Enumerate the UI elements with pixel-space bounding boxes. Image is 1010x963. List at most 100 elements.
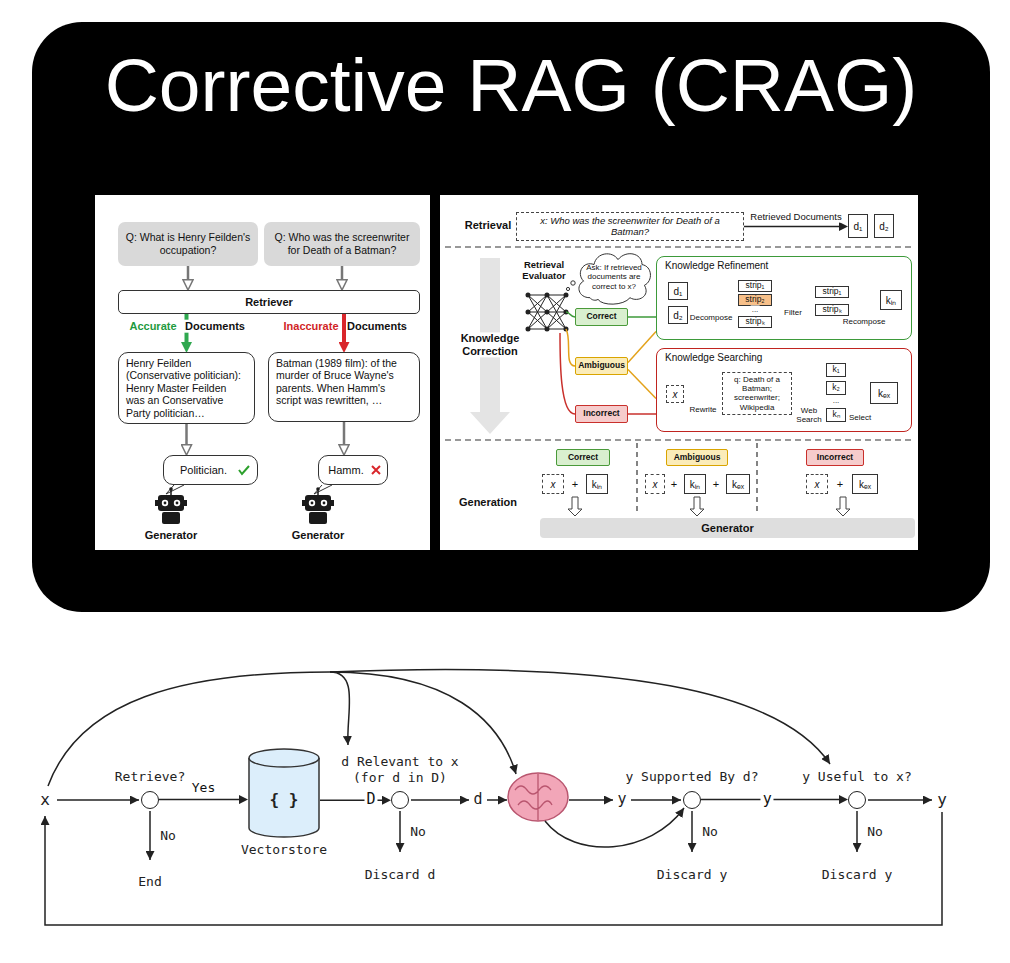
verdict-box: Incorrect [575,405,628,423]
connector [628,332,656,363]
box-text: q: Death of a Batman; screenwriter; Wiki… [727,375,787,412]
document-box: d₁ [668,282,688,300]
connector [628,316,656,318]
box-text: kᵢₙ [690,479,701,490]
speech-bubble: Politician. [163,455,258,485]
bubble-tail [166,485,184,494]
database-symbol: { } [270,778,299,809]
label: End [137,875,162,890]
decision-node: Retrieve? [105,769,195,809]
flow-arrow [856,811,858,852]
evaluator-wire [560,333,575,414]
decision-circle [391,791,409,809]
label: ... [751,305,760,314]
block-arrow [568,497,582,516]
strip-box: stripₖ [815,304,849,316]
verdict-box: Correct [575,308,628,326]
verdict-box: Ambiguous [575,357,628,375]
flow-arrow [399,811,401,852]
label: Knowledge Correction [456,332,524,357]
query-box: x [542,474,564,494]
label: Retrieval [464,219,512,232]
label: No [701,825,719,840]
edge-label: D [365,792,378,809]
block-arrow [690,497,704,516]
verdict-box: Correct [556,449,610,466]
stage-divider [445,247,915,440]
box-text: kₑₓ [859,479,871,490]
robot-icon [169,487,173,491]
title-panel [32,22,990,612]
robot-icon [176,502,179,505]
label: y [616,791,627,808]
robot-icon [164,502,167,505]
label: d [472,791,483,808]
group-heading: Knowledge Refinement [657,257,911,275]
edge-label: Yes [190,780,217,795]
generator-bar: Generator [540,518,915,538]
box-text: k₂ [832,383,840,392]
verdict-box: Incorrect [806,449,864,466]
decision-circle [141,791,159,809]
thought-cloud: Ask: If retrieved documents are correct … [574,248,654,306]
label: ... [832,396,841,405]
label: + [836,478,844,491]
connector [744,226,839,228]
robot-icon [305,495,331,511]
verdict-box: Ambiguous [666,449,728,466]
box-text: x [653,479,658,490]
bubble-tail [314,485,332,494]
database-cylinder: { } [248,748,320,838]
label: Decompose [689,313,734,322]
evaluator-wire [566,329,575,366]
edge-label: Retrieved Documents [748,212,843,223]
robot-icon [302,500,305,506]
label: + [712,478,720,491]
box-text: strip₁ [746,281,765,290]
flow-arrow [631,799,681,801]
document-box: kₑₓ [870,382,898,404]
label: No [409,825,427,840]
document-box: d₂ [874,214,894,238]
database-cylinder [249,758,319,837]
brain-icon [515,774,552,820]
robot-icon [162,512,180,524]
process-group: Knowledge Refinementd₁d₂strip₁strip₂stri… [656,256,912,340]
title: Corrective RAG (CRAG) [32,40,990,130]
flow-arrows [45,669,942,925]
box-text: Henry Feilden (Conservative politician):… [126,357,247,419]
label: Discard y [821,868,893,883]
box-text: Ambiguous [578,361,625,370]
label: No [159,829,177,844]
check-mark [239,466,249,474]
robot-icon [302,487,334,524]
flow-curve [330,669,830,764]
connector [341,266,344,279]
connector [343,422,346,444]
box-text: stripₖ [822,305,841,314]
box-text: x [815,479,820,490]
strip-box: k₁ [826,363,846,377]
robot-icon [158,495,184,511]
robot-icon [323,502,326,505]
edge-label: y [761,791,774,808]
robot-icon [331,500,334,506]
flow-arrow [569,799,613,801]
feedback-loop [45,812,942,925]
box-text: Retriever [245,296,293,308]
label: Rewrite [688,405,717,414]
robot-icon [184,500,187,506]
decision-node: y Supported By d? [622,769,762,809]
flow-arrow [868,799,932,801]
box-text: Correct [568,453,598,462]
box-text: kᵢₙ [886,295,897,306]
network-icon [528,295,566,329]
group-heading: Knowledge Searching [657,349,911,367]
label: Inaccurate [282,320,339,333]
block-arrow [836,497,850,516]
box-text: Q: What is Henry Feilden's occupation? [124,231,252,256]
robot-icon [155,500,158,506]
label: + [670,478,678,491]
label: Discard d [364,868,436,883]
label: Generator [144,529,199,542]
